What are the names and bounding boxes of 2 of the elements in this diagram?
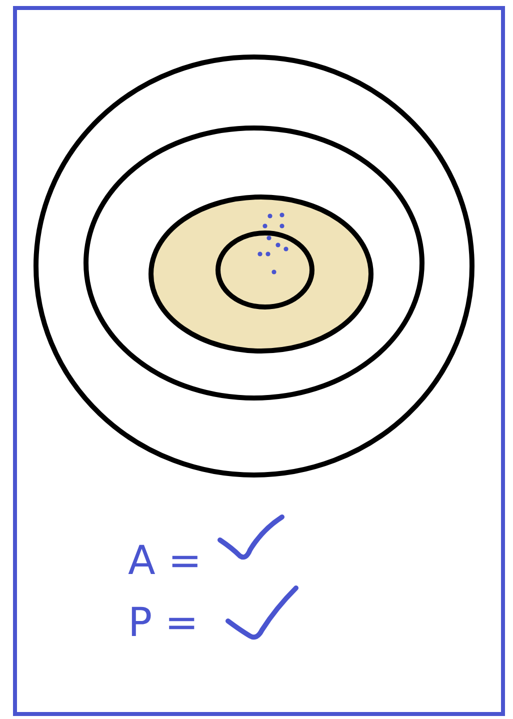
equation-label: A =	[128, 538, 202, 584]
equation-label: P =	[128, 600, 198, 646]
